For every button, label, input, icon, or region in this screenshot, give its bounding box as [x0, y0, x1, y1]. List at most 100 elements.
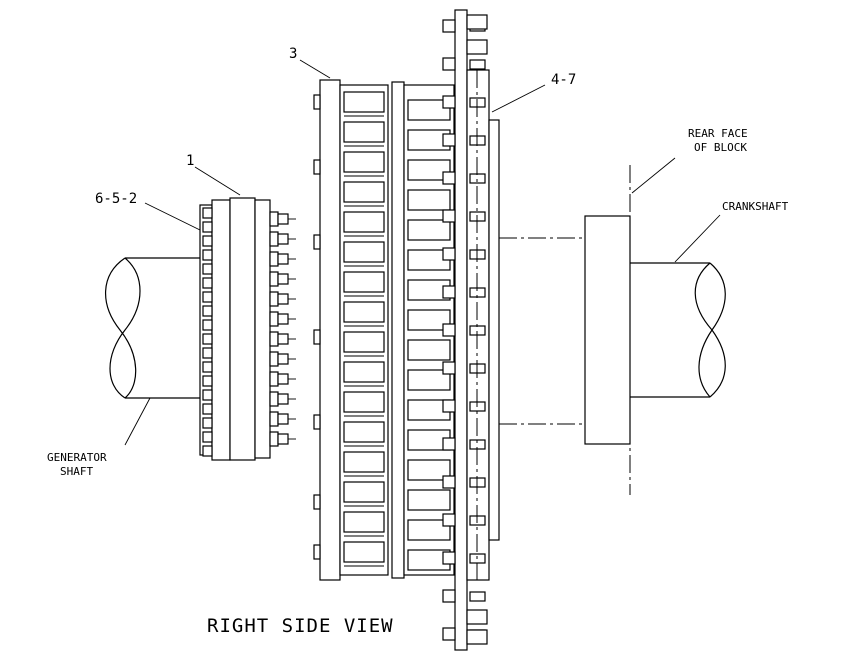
label-rear-face-line2: OF BLOCK [694, 141, 747, 154]
elastic-block-left [343, 451, 385, 473]
hub-bolt-head [269, 251, 279, 267]
label-item-1: 1 [186, 153, 194, 169]
elastic-block-right [407, 519, 451, 541]
elastic-block-left [343, 211, 385, 233]
hub-bolt-head [269, 391, 279, 407]
flange-bolt-nut [469, 59, 486, 70]
hub-bolt-nut [277, 413, 289, 425]
elastic-block-right [407, 309, 451, 331]
hub-tooth [202, 347, 213, 359]
flange-lug [466, 629, 488, 645]
hub-bolt-head [269, 311, 279, 327]
elastic-block-left [343, 331, 385, 353]
label-item-3: 3 [289, 46, 297, 62]
flange-bolt-head [442, 247, 456, 261]
hub-tooth [202, 431, 213, 443]
crankshaft-flange [584, 215, 631, 445]
label-generator-line2: SHAFT [60, 465, 93, 478]
flange-bolt-head [442, 399, 456, 413]
elastic-block-right [407, 459, 451, 481]
hub-bolt-nut [277, 433, 289, 445]
hub-bolt-nut [277, 253, 289, 265]
hub-tooth [202, 291, 213, 303]
hub-bolt-head [269, 211, 279, 227]
hub-bolt-head [269, 331, 279, 347]
elastic-block-right [407, 339, 451, 361]
hub-bolts [269, 211, 296, 447]
flange-lug [466, 39, 488, 55]
hub-bolt-nut [277, 373, 289, 385]
flange-bolt-head [442, 323, 456, 337]
hub-bolt-nut [277, 293, 289, 305]
flange-bolt-head [442, 57, 456, 71]
elastic-block-left [343, 181, 385, 203]
elastic-block-left [343, 271, 385, 293]
flange-bolt-head [442, 95, 456, 109]
hub-tooth [202, 445, 213, 457]
label-item-6-5-2: 6-5-2 [95, 191, 137, 207]
flange-lug [466, 609, 488, 625]
elastic-block-right [407, 219, 451, 241]
flange-bolt-head [442, 285, 456, 299]
label-generator-line1: GENERATOR [47, 451, 107, 464]
hub-bolt-head [269, 231, 279, 247]
flange-lug [466, 14, 488, 30]
label-item-4-7: 4-7 [551, 72, 576, 88]
elastic-block-left [343, 91, 385, 113]
hub-tooth [202, 263, 213, 275]
hub-bolt-nut [277, 333, 289, 345]
flange-lugs [466, 14, 488, 645]
hub-bolt-head [269, 291, 279, 307]
elastic-block-left [343, 121, 385, 143]
label-crankshaft: CRANKSHAFT [722, 200, 789, 213]
elastic-block-left [343, 481, 385, 503]
hub-tooth [202, 277, 213, 289]
flange-bolt-head [442, 19, 456, 33]
flange-bolt-head [442, 475, 456, 489]
hub-bolt-head [269, 351, 279, 367]
plate-bolt [313, 94, 321, 110]
elastic-elements [339, 81, 455, 579]
hub-bolt-nut [277, 273, 289, 285]
label-rear-face-line1: REAR FACE [688, 127, 748, 140]
hub-bolt-nut [277, 233, 289, 245]
flange-bolt-nut [469, 591, 486, 602]
hub-tooth [202, 361, 213, 373]
flange-bolt-head [442, 627, 456, 641]
leader-lines [124, 59, 721, 446]
crankshaft-phantom-lines [476, 70, 585, 580]
hub-bolt-nut [277, 393, 289, 405]
hub-tooth [202, 305, 213, 317]
elastic-block-left [343, 511, 385, 533]
elastic-block-right [407, 189, 451, 211]
plate-bolt [313, 414, 321, 430]
hub-bolt-head [269, 271, 279, 287]
hub-bolt-head [269, 371, 279, 387]
elastic-block-left [343, 421, 385, 443]
hub-tooth [202, 375, 213, 387]
plate-bolt [313, 329, 321, 345]
flange-bolt-head [442, 171, 456, 185]
elastic-block-left [343, 151, 385, 173]
hub-tooth [202, 221, 213, 233]
crankshaft [630, 262, 726, 398]
view-title: RIGHT SIDE VIEW [207, 615, 394, 637]
plate-bolts [313, 94, 321, 560]
elastic-block-left [343, 301, 385, 323]
hub-tooth [202, 333, 213, 345]
generator-shaft [105, 257, 200, 399]
elastic-block-right [407, 159, 451, 181]
elastic-block-right [407, 369, 451, 391]
hub-tooth [202, 319, 213, 331]
elastic-block-left [343, 541, 385, 563]
elastic-block-right [407, 489, 451, 511]
elastic-block-left [343, 391, 385, 413]
flange-bolt-head [442, 589, 456, 603]
hub-tooth [202, 403, 213, 415]
hub-tooth [202, 235, 213, 247]
hub-tooth [202, 417, 213, 429]
hub-bolt-nut [277, 313, 289, 325]
hub-bolt-head [269, 431, 279, 447]
elastic-block-right [407, 99, 451, 121]
flange-bolt-head [442, 209, 456, 223]
